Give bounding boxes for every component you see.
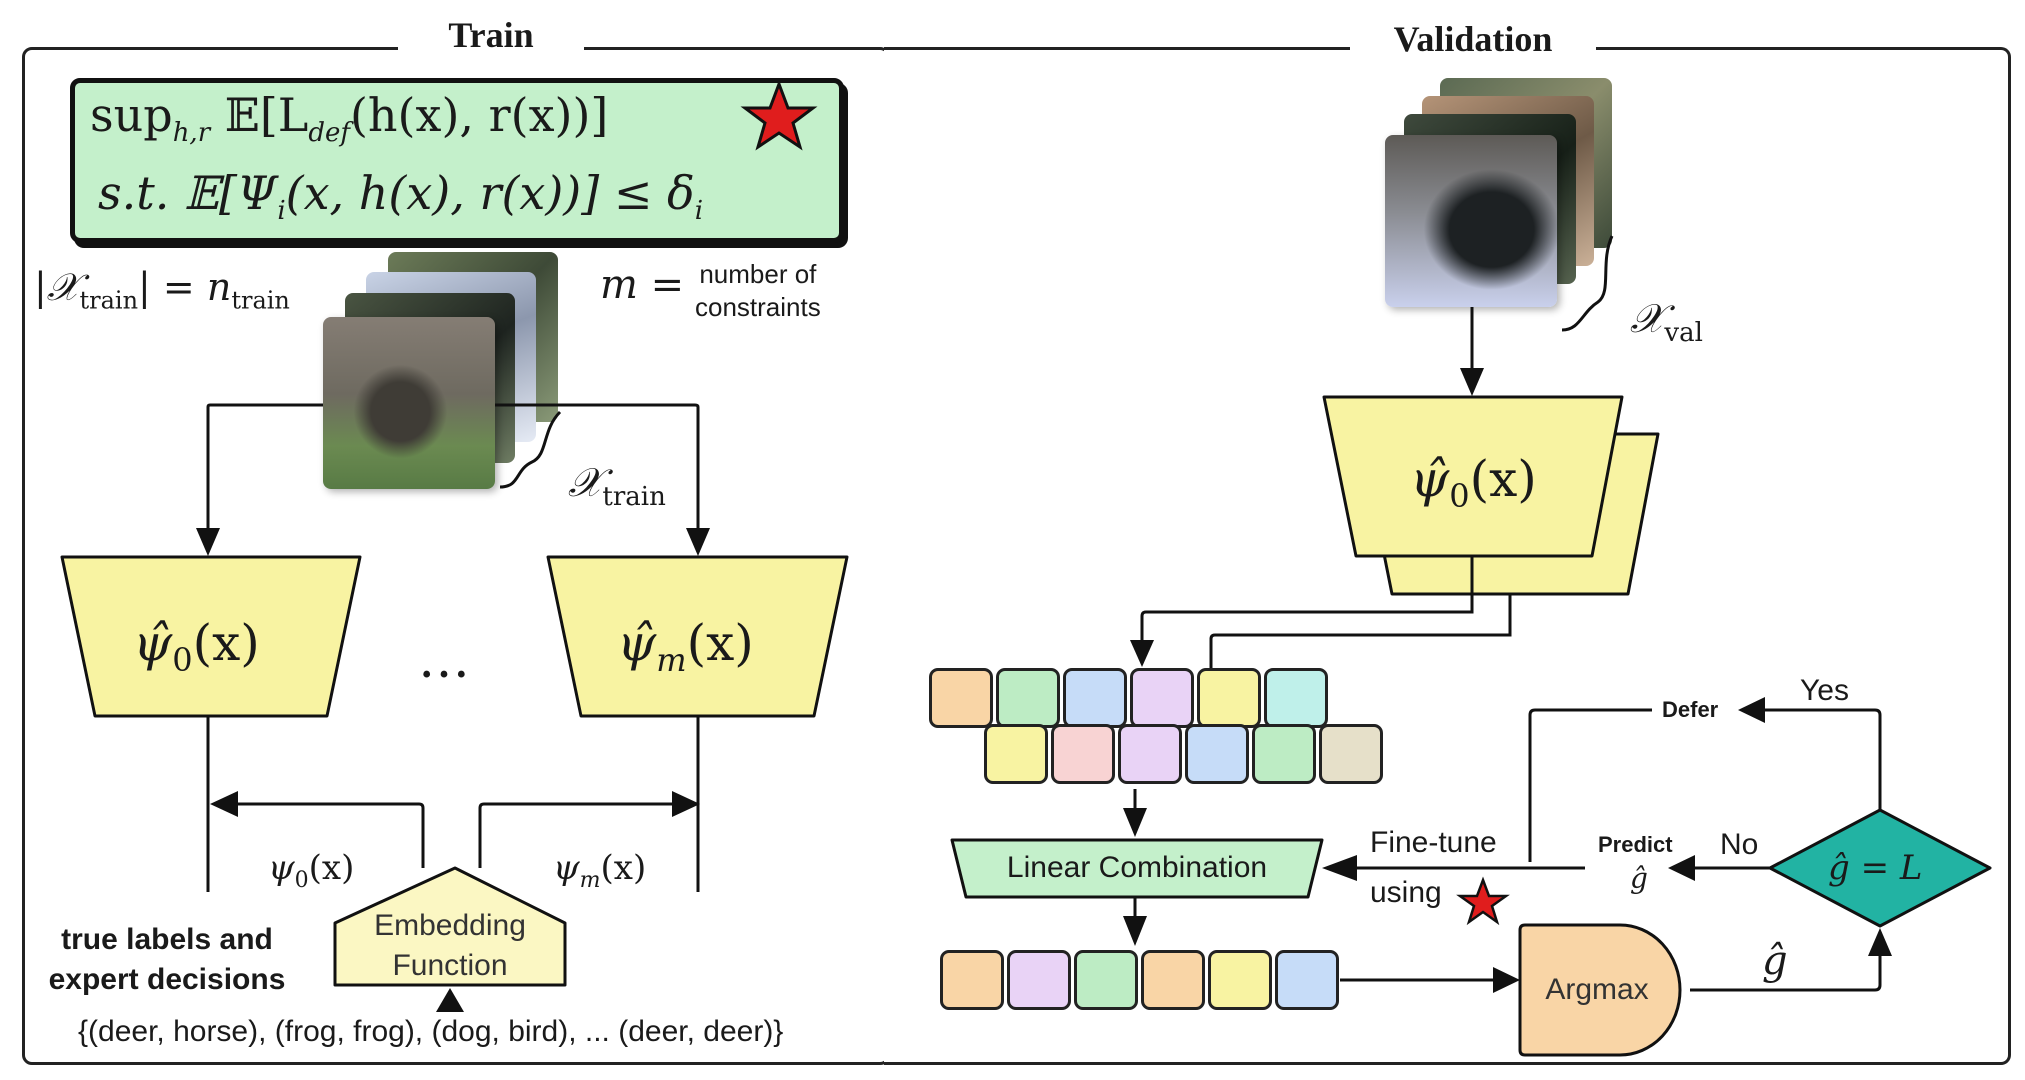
output-cell [1074, 950, 1138, 1010]
decision-diamond [1768, 808, 1992, 928]
output-cell [940, 950, 1004, 1010]
val-image-1 [1385, 135, 1557, 307]
no-label: No [1720, 828, 1759, 861]
fine-tune-star-icon [1456, 876, 1510, 926]
objective-box [70, 78, 844, 243]
output-cell [1208, 950, 1272, 1010]
x-val-label: 𝒳val [1630, 296, 1703, 348]
linear-combination-label: Linear Combination [1006, 851, 1268, 884]
using-label: using [1370, 876, 1442, 909]
feature-cell [929, 668, 993, 728]
embedding-function-label: Embedding Function [374, 909, 526, 982]
fine-tune-label: Fine-tune [1370, 826, 1497, 859]
psi0-hat-label-train: ψ̂0(x) [133, 614, 260, 679]
psi0-hat-trapezoid [60, 555, 362, 718]
decision-label: ĝ = L [1828, 848, 1923, 888]
output-cell [1275, 950, 1339, 1010]
argmax-shape [1518, 923, 1682, 1057]
x-train-label: 𝒳train [568, 460, 666, 512]
linear-combination-shape [950, 838, 1324, 899]
objective-line-2: s.t. 𝔼[Ψi(x, h(x), r(x))] ≤ δi [98, 166, 704, 227]
argmax-label: Argmax [1545, 973, 1649, 1006]
true-labels-text: true labels and expert decisions [48, 923, 286, 996]
psim-label: ψm(x) [553, 848, 647, 893]
ellipsis: … [418, 630, 470, 690]
ntrain-label: |𝒳train| = ntrain [34, 265, 290, 315]
feature-cell [984, 724, 1048, 784]
psi0-hat-trapezoid-val [1322, 395, 1624, 558]
output-cell [1007, 950, 1071, 1010]
m-note: number of constraints [695, 259, 821, 322]
g-hat-label: ĝ [1762, 938, 1788, 984]
defer-label: Defer [1662, 697, 1719, 722]
train-image-1 [323, 317, 495, 489]
feature-cell [1252, 724, 1316, 784]
objective-line-1: suph,r 𝔼[Ldef(h(x), r(x))] [90, 88, 609, 149]
psi0-hat-label-val: ψ̂0(x) [1410, 450, 1537, 515]
feature-cell [1185, 724, 1249, 784]
predict-label: Predict [1598, 832, 1673, 857]
predict-g-label: ĝ [1630, 862, 1648, 895]
train-title: Train [398, 14, 584, 56]
feature-cell [1063, 668, 1127, 728]
psi0-label: ψ0(x) [268, 848, 355, 893]
psim-hat-label-train: ψ̂m(x) [617, 614, 754, 679]
psim-hat-trapezoid [546, 555, 849, 718]
feature-cell [1051, 724, 1115, 784]
feature-cell [1118, 724, 1182, 784]
yes-label: Yes [1800, 674, 1849, 707]
output-cell [1141, 950, 1205, 1010]
embedding-function-shape [333, 866, 567, 987]
label-pairs-text: {(deer, horse), (frog, frog), (dog, bird… [78, 1015, 784, 1048]
m-label: m = [600, 262, 685, 308]
validation-title: Validation [1350, 18, 1596, 60]
feature-cell [1319, 724, 1383, 784]
